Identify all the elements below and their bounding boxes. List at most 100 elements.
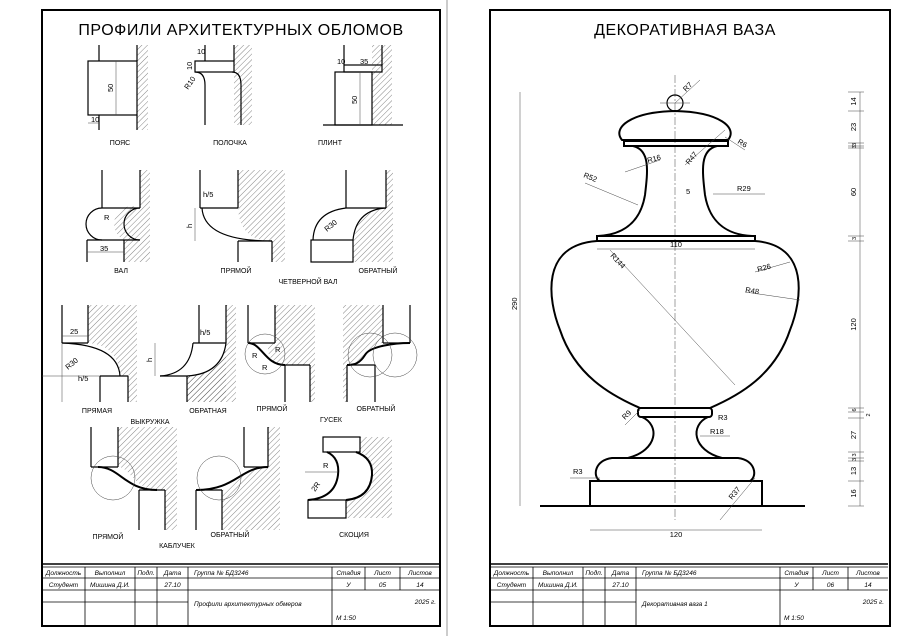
profile-quarter-val-direct: h/5 h ПРЯМОЙ xyxy=(185,170,285,275)
label-poyas: ПОЯС xyxy=(110,140,130,147)
sheet-2: ДЕКОРАТИВНАЯ ВАЗА 290 120 110 xyxy=(489,9,891,627)
profile-gusek-direct: R R R ПРЯМОЙ xyxy=(244,305,315,413)
chain-value: 23 xyxy=(849,123,858,131)
profile-polochka: 10 10 R10 ПОЛОЧКА xyxy=(182,45,252,147)
sheet-1: ПРОФИЛИ АРХИТЕКТУРНЫХ ОБЛОМОВ 50 10 ПОЯС… xyxy=(41,9,441,627)
dim-gs-r1: R xyxy=(252,351,258,360)
profile-gusek-reverse: ОБРАТНЫЙ xyxy=(343,305,418,413)
profile-kabluchek-reverse: ОБРАТНЫЙ xyxy=(195,427,280,539)
header-sheet: Лист xyxy=(373,570,391,577)
chain-value: 6 xyxy=(852,408,858,411)
header-stage: Стадия xyxy=(784,569,809,577)
scale: М 1:50 xyxy=(336,615,356,622)
header-date: Дата xyxy=(611,570,630,577)
dim-plint-a: 10 xyxy=(337,57,345,66)
header-sheet: Лист xyxy=(821,570,839,577)
label-kabluchek: КАБЛУЧЕК xyxy=(159,543,196,550)
header-position: Должность xyxy=(45,570,82,577)
value-sheets-total: 14 xyxy=(864,582,872,589)
value-sheet: 06 xyxy=(827,582,835,589)
dim-vk-h5: h/5 xyxy=(78,374,88,383)
drawing-name: Декоративная ваза 1 xyxy=(641,601,708,608)
chain-value: 3 xyxy=(852,453,858,456)
dim-5: 5 xyxy=(686,187,690,196)
dim-r26: R26 xyxy=(756,262,772,274)
label-kb-reverse: ОБРАТНЫЙ xyxy=(211,530,250,539)
chain-value: 27 xyxy=(849,431,858,439)
label-gs-reverse: ОБРАТНЫЙ xyxy=(357,404,396,413)
header-performer: Выполнил xyxy=(543,570,574,577)
dim-poyas-height: 50 xyxy=(106,84,115,92)
dim-vk2-h5: h/5 xyxy=(200,328,210,337)
dim-sk-r: R xyxy=(323,461,329,470)
profile-kabluchek-direct: ПРЯМОЙ xyxy=(90,427,177,541)
dim-width-120: 120 xyxy=(670,530,683,539)
dim-r3-foot: R3 xyxy=(573,467,583,476)
dim-polochka-width: 10 xyxy=(197,47,205,56)
scale: М 1:50 xyxy=(784,615,804,622)
header-stage: Стадия xyxy=(336,569,361,577)
dim-qv-h: h xyxy=(185,224,194,228)
label-qv-reverse: ОБРАТНЫЙ xyxy=(359,266,398,275)
vase-neck-plate xyxy=(596,235,756,242)
dim-r16: R16 xyxy=(646,153,662,165)
header-performer: Выполнил xyxy=(95,570,126,577)
dim-r3-ring: R3 xyxy=(718,413,728,422)
dim-r48: R48 xyxy=(745,285,760,296)
profile-val: 35 R ВАЛ xyxy=(85,170,150,275)
label-val: ВАЛ xyxy=(114,268,128,275)
chain-value: 3 xyxy=(852,458,858,461)
dim-val-radius: R xyxy=(104,213,110,222)
value-position: Студент xyxy=(497,581,527,589)
profile-vykruzhka-reverse: h/5 h ОБРАТНАЯ xyxy=(145,305,236,415)
dim-width-110: 110 xyxy=(670,240,682,249)
value-date: 27.10 xyxy=(163,582,181,589)
dim-polochka-height: 10 xyxy=(185,62,194,70)
label-vykruzhka: ВЫКРУЖКА xyxy=(130,419,169,426)
header-sheets-total: Листов xyxy=(407,570,432,577)
label-skotsiya: СКОЦИЯ xyxy=(339,532,369,539)
header-sheets-total: Листов xyxy=(855,570,880,577)
dim-gs-r3: R xyxy=(262,363,268,372)
drawing-name: Профили архитектурных обмеров xyxy=(194,600,302,608)
value-performer: Мишина Д.И. xyxy=(538,582,578,589)
sheet-1-frame xyxy=(41,9,441,627)
label-gusek: ГУСЕК xyxy=(320,417,343,424)
dim-vk2-h: h xyxy=(145,358,154,362)
group-number: Группа № БД3246 xyxy=(194,570,249,577)
chain-value: 120 xyxy=(849,318,858,331)
label-gs-direct: ПРЯМОЙ xyxy=(257,404,288,413)
dim-r18: R18 xyxy=(710,427,724,436)
label-quarter-val: ЧЕТВЕРНОЙ ВАЛ xyxy=(279,277,338,286)
vase-drawing: 290 120 110 R7 R6 R16 R47 R52 5 R29 R144… xyxy=(510,75,872,539)
label-vk-direct: ПРЯМАЯ xyxy=(82,408,112,415)
value-sheets-total: 14 xyxy=(416,582,424,589)
value-stage: У xyxy=(345,582,351,589)
label-plint: ПЛИНТ xyxy=(318,140,343,147)
value-performer: Мишина Д.И. xyxy=(90,582,130,589)
sheet-2-title: ДЕКОРАТИВНАЯ ВАЗА xyxy=(594,22,776,39)
chain-value: 14 xyxy=(849,97,858,105)
year: 2025 г. xyxy=(862,599,884,606)
dim-val-width: 35 xyxy=(100,244,108,253)
dim-vk-25: 25 xyxy=(70,327,78,336)
dim-qv-h5: h/5 xyxy=(203,190,213,199)
header-date: Дата xyxy=(163,570,182,577)
header-position: Должность xyxy=(493,570,530,577)
dim-plint-height: 50 xyxy=(350,96,359,104)
profile-poyas: 50 10 ПОЯС xyxy=(87,45,148,147)
year: 2025 г. xyxy=(414,599,436,606)
group-number: Группа № БД3246 xyxy=(642,570,697,577)
chain-value: 3 xyxy=(852,237,858,240)
chain-value: 2 xyxy=(866,413,872,416)
label-vk-reverse: ОБРАТНАЯ xyxy=(189,408,226,415)
dim-height-290: 290 xyxy=(510,297,519,310)
chain-value: 60 xyxy=(849,188,858,196)
dim-r29: R29 xyxy=(737,184,751,193)
value-position: Студент xyxy=(49,581,79,589)
label-kb-direct: ПРЯМОЙ xyxy=(93,532,124,541)
